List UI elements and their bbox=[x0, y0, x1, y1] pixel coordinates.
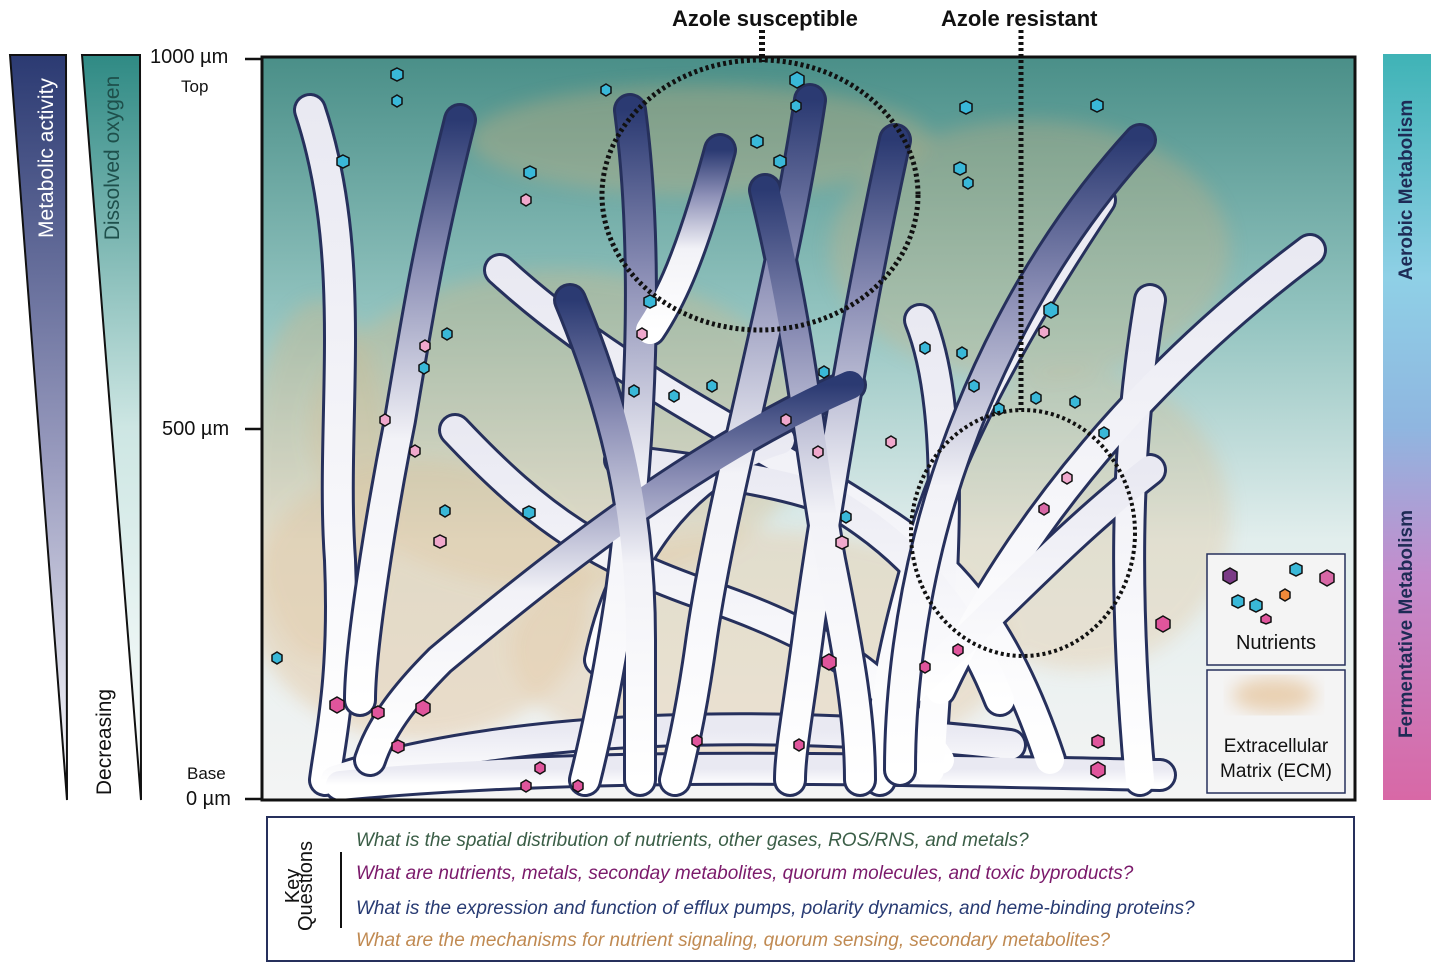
nutrients-legend-label: Nutrients bbox=[1207, 632, 1345, 655]
nutrient-pink bbox=[1091, 762, 1105, 778]
nutrient-blue bbox=[790, 72, 804, 88]
nutrient-pink bbox=[813, 446, 823, 458]
nutrient-pink bbox=[535, 762, 545, 774]
nutrient-pink bbox=[521, 780, 531, 792]
nutrient-pink bbox=[410, 445, 420, 457]
nutrient-blue bbox=[774, 155, 786, 168]
nutrient-pink bbox=[1062, 472, 1072, 484]
nutrient-blue bbox=[969, 380, 979, 392]
nutrient-pink bbox=[886, 436, 896, 448]
tick-top-sub: Top bbox=[181, 77, 208, 97]
nutrient-blue bbox=[1250, 599, 1262, 612]
key-question-3: What is the expression and function of e… bbox=[356, 898, 1195, 920]
nutrient-pink bbox=[953, 644, 963, 656]
tick-500: 500 µm bbox=[162, 418, 229, 441]
nutrient-blue bbox=[391, 68, 403, 81]
key-question-1: What is the spatial distribution of nutr… bbox=[356, 830, 1029, 852]
metabolic-activity-label: Metabolic activity bbox=[35, 58, 59, 258]
nutrient-pink bbox=[330, 697, 344, 713]
key-questions-box: Key Questions What is the spatial distri… bbox=[266, 816, 1355, 962]
nutrient-blue bbox=[601, 84, 611, 96]
nutrient-blue bbox=[1091, 99, 1103, 112]
tick-1000: 1000 µm bbox=[150, 46, 228, 69]
nutrient-orange bbox=[1280, 589, 1290, 601]
nutrient-pink bbox=[794, 739, 804, 751]
tick-base-sub: Base bbox=[187, 764, 226, 784]
nutrient-blue bbox=[629, 385, 639, 397]
nutrient-blue bbox=[841, 511, 851, 523]
nutrient-blue bbox=[419, 362, 429, 374]
nutrient-blue bbox=[791, 100, 801, 112]
nutrient-blue bbox=[1031, 392, 1041, 404]
nutrient-blue bbox=[669, 390, 679, 402]
nutrient-blue bbox=[1232, 595, 1244, 608]
ecm-legend-label-line2: Matrix (ECM) bbox=[1207, 761, 1345, 783]
key-questions-divider bbox=[340, 852, 342, 928]
nutrient-blue bbox=[1044, 302, 1058, 318]
biofilm-illustration bbox=[240, 0, 1360, 815]
nutrient-blue bbox=[442, 328, 452, 340]
dissolved-oxygen-label: Dissolved oxygen bbox=[101, 63, 125, 253]
nutrient-pink bbox=[1320, 570, 1334, 586]
nutrient-pink bbox=[416, 700, 430, 716]
nutrient-pink bbox=[1092, 735, 1104, 748]
nutrient-blue bbox=[954, 162, 966, 175]
nutrient-pink bbox=[521, 194, 531, 206]
decreasing-label: Decreasing bbox=[93, 682, 117, 802]
key-question-4: What are the mechanisms for nutrient sig… bbox=[356, 930, 1110, 952]
nutrient-blue bbox=[751, 135, 763, 148]
nutrient-pink bbox=[372, 706, 384, 719]
key-questions-title-line2: Questions bbox=[294, 821, 318, 951]
nutrient-purple bbox=[1223, 568, 1237, 584]
nutrient-pink bbox=[380, 414, 390, 426]
nutrient-pink bbox=[420, 340, 430, 352]
nutrient-pink bbox=[1039, 326, 1049, 338]
ecm-legend-label-line1: Extracellular bbox=[1207, 736, 1345, 758]
nutrient-blue bbox=[960, 101, 972, 114]
nutrient-blue bbox=[523, 506, 535, 519]
ecm-swatch bbox=[1232, 678, 1316, 712]
nutrient-blue bbox=[1099, 427, 1109, 439]
nutrient-pink bbox=[1261, 614, 1271, 624]
nutrient-blue bbox=[707, 380, 717, 392]
nutrient-pink bbox=[692, 735, 702, 747]
nutrient-blue bbox=[1070, 396, 1080, 408]
key-question-2: What are nutrients, metals, seconday met… bbox=[356, 863, 1133, 885]
nutrient-pink bbox=[920, 661, 930, 673]
nutrient-blue bbox=[1290, 563, 1302, 576]
nutrient-pink bbox=[822, 654, 836, 670]
nutrient-blue bbox=[920, 342, 930, 354]
nutrient-pink bbox=[1039, 503, 1049, 515]
nutrient-pink bbox=[781, 414, 791, 426]
gradient-wedges bbox=[0, 0, 160, 810]
nutrient-pink bbox=[392, 740, 404, 753]
nutrient-blue bbox=[963, 177, 973, 189]
nutrient-blue bbox=[440, 505, 450, 517]
tick-0: 0 µm bbox=[186, 788, 231, 811]
nutrient-blue bbox=[819, 366, 829, 378]
nutrient-blue bbox=[337, 155, 349, 168]
aerobic-metabolism-label: Aerobic Metabolism bbox=[1395, 90, 1419, 290]
nutrient-blue bbox=[392, 95, 402, 107]
nutrient-pink bbox=[573, 780, 583, 792]
nutrient-pink bbox=[836, 536, 848, 549]
nutrient-pink bbox=[434, 535, 446, 548]
fermentative-metabolism-label: Fermentative Metabolism bbox=[1395, 494, 1419, 754]
nutrient-blue bbox=[272, 652, 282, 664]
nutrient-blue bbox=[957, 347, 967, 359]
nutrient-blue bbox=[524, 166, 536, 179]
nutrient-pink bbox=[637, 328, 647, 340]
nutrient-pink bbox=[1156, 616, 1170, 632]
